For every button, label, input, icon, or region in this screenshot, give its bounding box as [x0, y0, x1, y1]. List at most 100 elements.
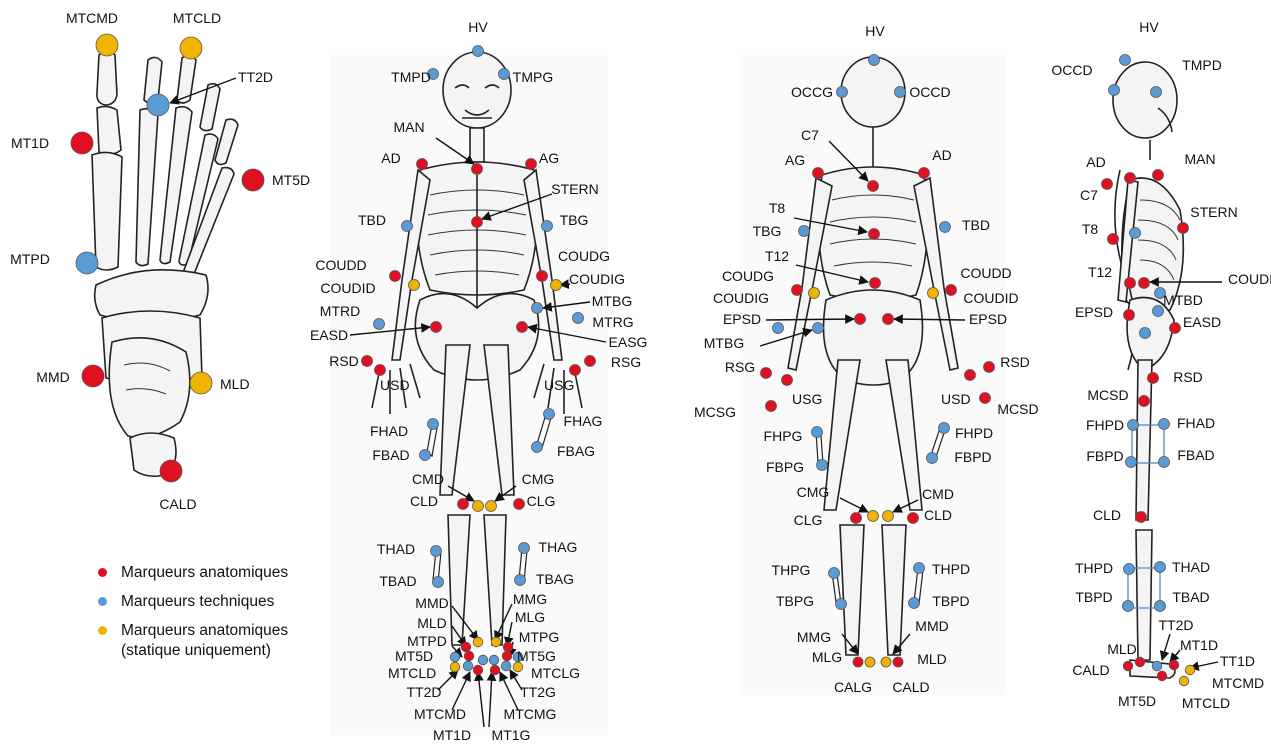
mlg-label: MLG: [812, 649, 842, 665]
mt1d-label: MT1D: [11, 135, 49, 151]
front-foot-1-marker: [473, 637, 483, 647]
hv-marker: [1120, 55, 1131, 66]
mt1g-label: MT1G: [492, 727, 531, 743]
legend-label-note: (statique uniquement): [121, 642, 271, 659]
fhpg-marker: [812, 427, 823, 438]
mtbd2-marker: [1153, 306, 1164, 317]
mtpd-marker: [76, 252, 98, 274]
mmg-label: MMG: [797, 629, 831, 645]
front-foot-14-marker: [501, 661, 511, 671]
back-foot-1-marker: [865, 657, 875, 667]
front-foot-11-marker: [463, 661, 473, 671]
mt1d-label: MT1D: [433, 727, 471, 743]
tt2d-marker: [147, 94, 169, 116]
coudg-label: COUDG: [558, 248, 610, 264]
coudid-marker: [928, 288, 939, 299]
fbag-marker: [532, 442, 543, 453]
fbpg-marker: [817, 460, 828, 471]
fhad-label: FHAD: [370, 423, 408, 439]
ag-marker: [813, 168, 824, 179]
mtclg-label: MTCLG: [531, 665, 580, 681]
mt5g-label: MT5G: [517, 648, 556, 664]
fbpd-marker: [1126, 457, 1137, 468]
man-label: MAN: [393, 119, 424, 135]
coudig-marker: [551, 280, 562, 291]
mmd-marker: [82, 365, 104, 387]
tbag-marker: [515, 575, 526, 586]
mtcld-label: MTCLD: [173, 10, 221, 26]
mtbg-label: MTBG: [704, 335, 744, 351]
thpd-label: THPD: [1075, 560, 1113, 576]
mtbg-marker: [813, 323, 824, 334]
mtcmd-label: MTCMD: [66, 10, 118, 26]
mtcmd-label: MTCMD: [414, 706, 466, 722]
mtpd-label: MTPD: [407, 633, 447, 649]
c7-marker: [1102, 179, 1113, 190]
ad-label: AD: [381, 150, 400, 166]
usd-label: USD: [380, 377, 410, 393]
clg-marker: [851, 513, 862, 524]
c7-label: C7: [1080, 187, 1098, 203]
tbad-marker: [433, 577, 444, 588]
front-foot-5-marker: [464, 651, 474, 661]
cald-label: CALD: [159, 496, 196, 512]
side-foot-3-marker: [1185, 665, 1195, 675]
fbad-marker: [1159, 457, 1170, 468]
legend: Marqueurs anatomiques Marqueurs techniqu…: [98, 563, 358, 670]
occd-marker: [1109, 85, 1120, 96]
coudid-label: COUDID: [320, 280, 375, 296]
mtcld-marker: [180, 37, 202, 59]
mt1d-label: MT1D: [1180, 637, 1218, 653]
thpd-label: THPD: [932, 561, 970, 577]
mtcmd-label: MTCMD: [1212, 675, 1264, 691]
fhag-label: FHAG: [564, 413, 603, 429]
ad-label: AD: [1086, 154, 1105, 170]
mcsg-marker: [766, 401, 777, 412]
hv-label: HV: [1139, 19, 1159, 35]
legend-label: Marqueurs techniques: [121, 592, 274, 612]
epsd-marker: [1124, 310, 1135, 321]
tbg-label: TBG: [560, 212, 589, 228]
mld-label: MLD: [220, 376, 250, 392]
c7-marker: [868, 181, 879, 192]
clg-label: CLG: [794, 512, 823, 528]
tbad-label: TBAD: [1172, 589, 1209, 605]
tbg-marker: [542, 221, 553, 232]
mt5d-marker: [242, 169, 264, 191]
easd-marker: [431, 322, 442, 333]
hv-marker: [473, 46, 484, 57]
mmd-label: MMD: [415, 595, 448, 611]
tbd-marker: [402, 221, 413, 232]
fhad-marker: [1159, 419, 1170, 430]
stern-label: STERN: [1190, 204, 1237, 220]
calg-label: CALG: [834, 679, 872, 695]
fbad-label: FBAD: [1177, 447, 1214, 463]
anatomical-marker-swatch: [98, 568, 107, 577]
easd-marker: [1170, 323, 1181, 334]
fbag-label: FBAG: [557, 443, 595, 459]
cld-label: CLD: [410, 493, 438, 509]
front-foot-2-marker: [491, 637, 501, 647]
side-foot-6-marker: [1179, 676, 1189, 686]
fhpd-label: FHPD: [955, 425, 993, 441]
epsd_l-label: EPSD: [723, 311, 761, 327]
cald-marker: [160, 460, 182, 482]
tbpd-marker: [1123, 601, 1134, 612]
fbad-marker: [420, 450, 431, 461]
epsd-label: EPSD: [1075, 304, 1113, 320]
tbad-label: TBAD: [379, 573, 416, 589]
cld-marker: [458, 499, 469, 510]
tbg-marker: [799, 226, 810, 237]
fbpd-label: FBPD: [954, 449, 991, 465]
hv-label: HV: [468, 19, 488, 35]
tbpd-label: TBPD: [1075, 589, 1112, 605]
ad-marker: [417, 159, 428, 170]
usd-label: USD: [941, 391, 971, 407]
front-foot-10-marker: [450, 662, 460, 672]
t8b-marker: [1108, 234, 1119, 245]
epsd_r-marker: [883, 314, 894, 325]
thpd-marker: [914, 563, 925, 574]
tt2d-label: TT2D: [1159, 617, 1194, 633]
t8-marker: [1130, 228, 1141, 239]
man-label: MAN: [1184, 151, 1215, 167]
